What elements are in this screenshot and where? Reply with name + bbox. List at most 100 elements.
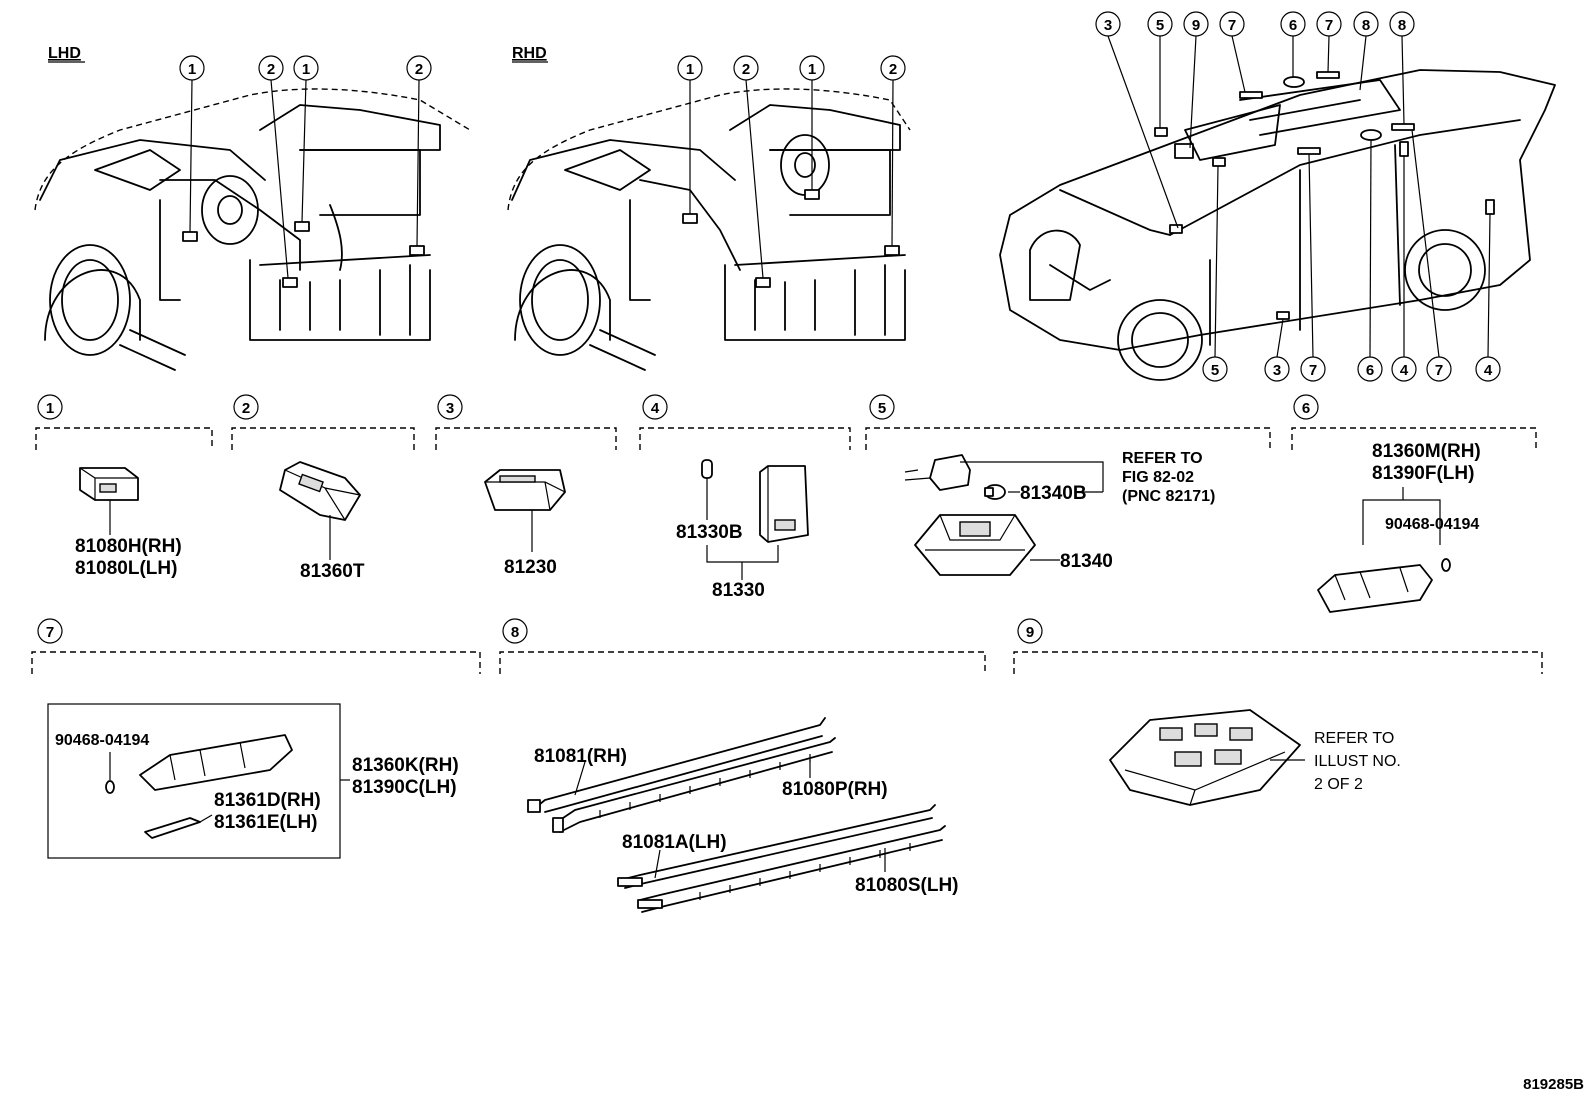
ref-text-s9-3: 2 OF 2 — [1314, 776, 1363, 793]
figure-id: 819285B — [1523, 1076, 1584, 1093]
svg-text:1: 1 — [188, 61, 196, 78]
part-81081a-strip — [617, 804, 936, 889]
part-81330-lens — [759, 465, 809, 543]
part-number-81340b: 81340B — [1020, 483, 1087, 504]
ref-text-s9-1: REFER TO — [1314, 730, 1394, 747]
part-number-81080l: 81080L(LH) — [75, 558, 177, 579]
ref-text-2: FIG 82-02 — [1122, 469, 1194, 486]
svg-text:6: 6 — [1366, 362, 1374, 379]
part-number-81330b: 81330B — [676, 522, 743, 543]
part-number-81081: 81081(RH) — [534, 746, 627, 767]
part-81360m-lamp — [1317, 558, 1451, 613]
ext-callout-bottom-5: 4 — [1391, 356, 1417, 382]
part-81080-lamp — [79, 467, 139, 501]
ext-callout-bottom-3: 7 — [1300, 356, 1326, 382]
svg-text:4: 4 — [1484, 362, 1493, 379]
lhd-callout-3: 1 — [293, 55, 319, 81]
ext-callout-top-1: 3 — [1095, 11, 1121, 37]
section-3: 3 81230 — [435, 394, 617, 578]
svg-text:3: 3 — [1273, 362, 1281, 379]
lhd-callout-2: 2 — [258, 55, 284, 81]
svg-text:1: 1 — [808, 61, 816, 78]
section-4: 4 81330B 81330 — [639, 394, 851, 601]
svg-text:4: 4 — [1400, 362, 1409, 379]
section-9-number: 9 — [1026, 624, 1034, 641]
ext-callout-bottom-4: 6 — [1357, 356, 1383, 382]
ext-callout-top-4: 7 — [1219, 11, 1245, 37]
ext-callout-top-3: 9 — [1183, 11, 1209, 37]
part-number-81230: 81230 — [504, 557, 557, 578]
svg-text:7: 7 — [1325, 17, 1333, 34]
section-5-number: 5 — [878, 400, 886, 417]
part-81360t-lamp — [279, 461, 361, 521]
exterior-vehicle-view: 3 5 9 7 6 7 8 8 5 3 7 6 4 7 4 — [999, 11, 1556, 382]
svg-text:6: 6 — [1289, 17, 1297, 34]
ext-callout-bottom-6: 7 — [1426, 356, 1452, 382]
part-number-81330: 81330 — [712, 580, 765, 601]
lhd-callout-1: 1 — [179, 55, 205, 81]
svg-text:1: 1 — [686, 61, 694, 78]
rhd-callout-1: 1 — [677, 55, 703, 81]
part-number-81340: 81340 — [1060, 551, 1113, 572]
part-number-81390c: 81390C(LH) — [352, 777, 457, 798]
lhd-vehicle-view: LHD 1 2 1 2 — [34, 45, 471, 371]
section-4-number: 4 — [651, 400, 660, 417]
section-2: 2 81360T — [231, 394, 415, 582]
section-1-number: 1 — [46, 400, 54, 417]
svg-text:8: 8 — [1362, 17, 1370, 34]
rhd-callout-4: 2 — [880, 55, 906, 81]
section-9: 9 REFER TO ILLUST NO. 2 OF 2 — [1013, 618, 1543, 806]
svg-text:5: 5 — [1156, 17, 1164, 34]
part-number-81360k: 81360K(RH) — [352, 755, 459, 776]
part-number-81080s: 81080S(LH) — [855, 875, 959, 896]
section-6: 6 81360M(RH) 81390F(LH) 90468-04194 — [1291, 394, 1537, 613]
part-number-81361d: 81361D(RH) — [214, 790, 321, 811]
part-number-81360m: 81360M(RH) — [1372, 441, 1481, 462]
svg-text:2: 2 — [889, 61, 897, 78]
svg-text:5: 5 — [1211, 362, 1219, 379]
svg-text:3: 3 — [1104, 17, 1112, 34]
svg-text:2: 2 — [415, 61, 423, 78]
part-number-81081a: 81081A(LH) — [622, 832, 727, 853]
part-number-81080p: 81080P(RH) — [782, 779, 888, 800]
ext-callout-bottom-2: 3 — [1264, 356, 1290, 382]
part-81340b-bulb — [984, 484, 1006, 500]
rhd-vehicle-view: RHD 1 2 1 2 — [507, 45, 911, 371]
rhd-callout-3: 1 — [799, 55, 825, 81]
ref-text-3: (PNC 82171) — [1122, 488, 1215, 505]
part-overhead-console — [1109, 709, 1301, 806]
lhd-callout-4: 2 — [406, 55, 432, 81]
ref-text-1: REFER TO — [1122, 450, 1203, 467]
part-number-90468-s6: 90468-04194 — [1385, 516, 1479, 533]
ext-callout-bottom-1: 5 — [1202, 356, 1228, 382]
svg-text:7: 7 — [1435, 362, 1443, 379]
ext-callout-top-5: 6 — [1280, 11, 1306, 37]
part-socket-harness — [904, 454, 971, 491]
part-81080s-strip — [637, 825, 946, 913]
svg-text:1: 1 — [302, 61, 310, 78]
lhd-label: LHD — [48, 45, 81, 62]
part-number-81361e: 81361E(LH) — [214, 812, 318, 833]
part-number-81080h: 81080H(RH) — [75, 536, 182, 557]
section-7-number: 7 — [46, 624, 54, 641]
part-81080p-strip — [552, 737, 836, 833]
ref-text-s9-2: ILLUST NO. — [1314, 753, 1401, 770]
part-number-81360t: 81360T — [300, 561, 365, 582]
rhd-callout-2: 2 — [733, 55, 759, 81]
section-1: 1 81080H(RH) 81080L(LH) — [35, 394, 213, 579]
ext-callout-top-8: 8 — [1389, 11, 1415, 37]
section-2-number: 2 — [242, 400, 250, 417]
section-5: 5 81340B REFER TO FIG 82-02 (PNC 82171) … — [865, 394, 1271, 576]
ext-callout-bottom-7: 4 — [1475, 356, 1501, 382]
part-81330b-bulb — [701, 459, 713, 520]
ext-callout-top-7: 8 — [1353, 11, 1379, 37]
section-7: 7 90468-04194 81360K(RH) 81390C(LH) 8136… — [31, 618, 481, 859]
part-number-81390f: 81390F(LH) — [1372, 463, 1474, 484]
part-81081-strip — [527, 717, 826, 813]
section-8: 8 81081(RH) 81080P(RH) 81081A( — [499, 618, 986, 913]
section-8-number: 8 — [511, 624, 519, 641]
part-81340-lamp-assy — [914, 514, 1036, 576]
svg-text:7: 7 — [1228, 17, 1236, 34]
